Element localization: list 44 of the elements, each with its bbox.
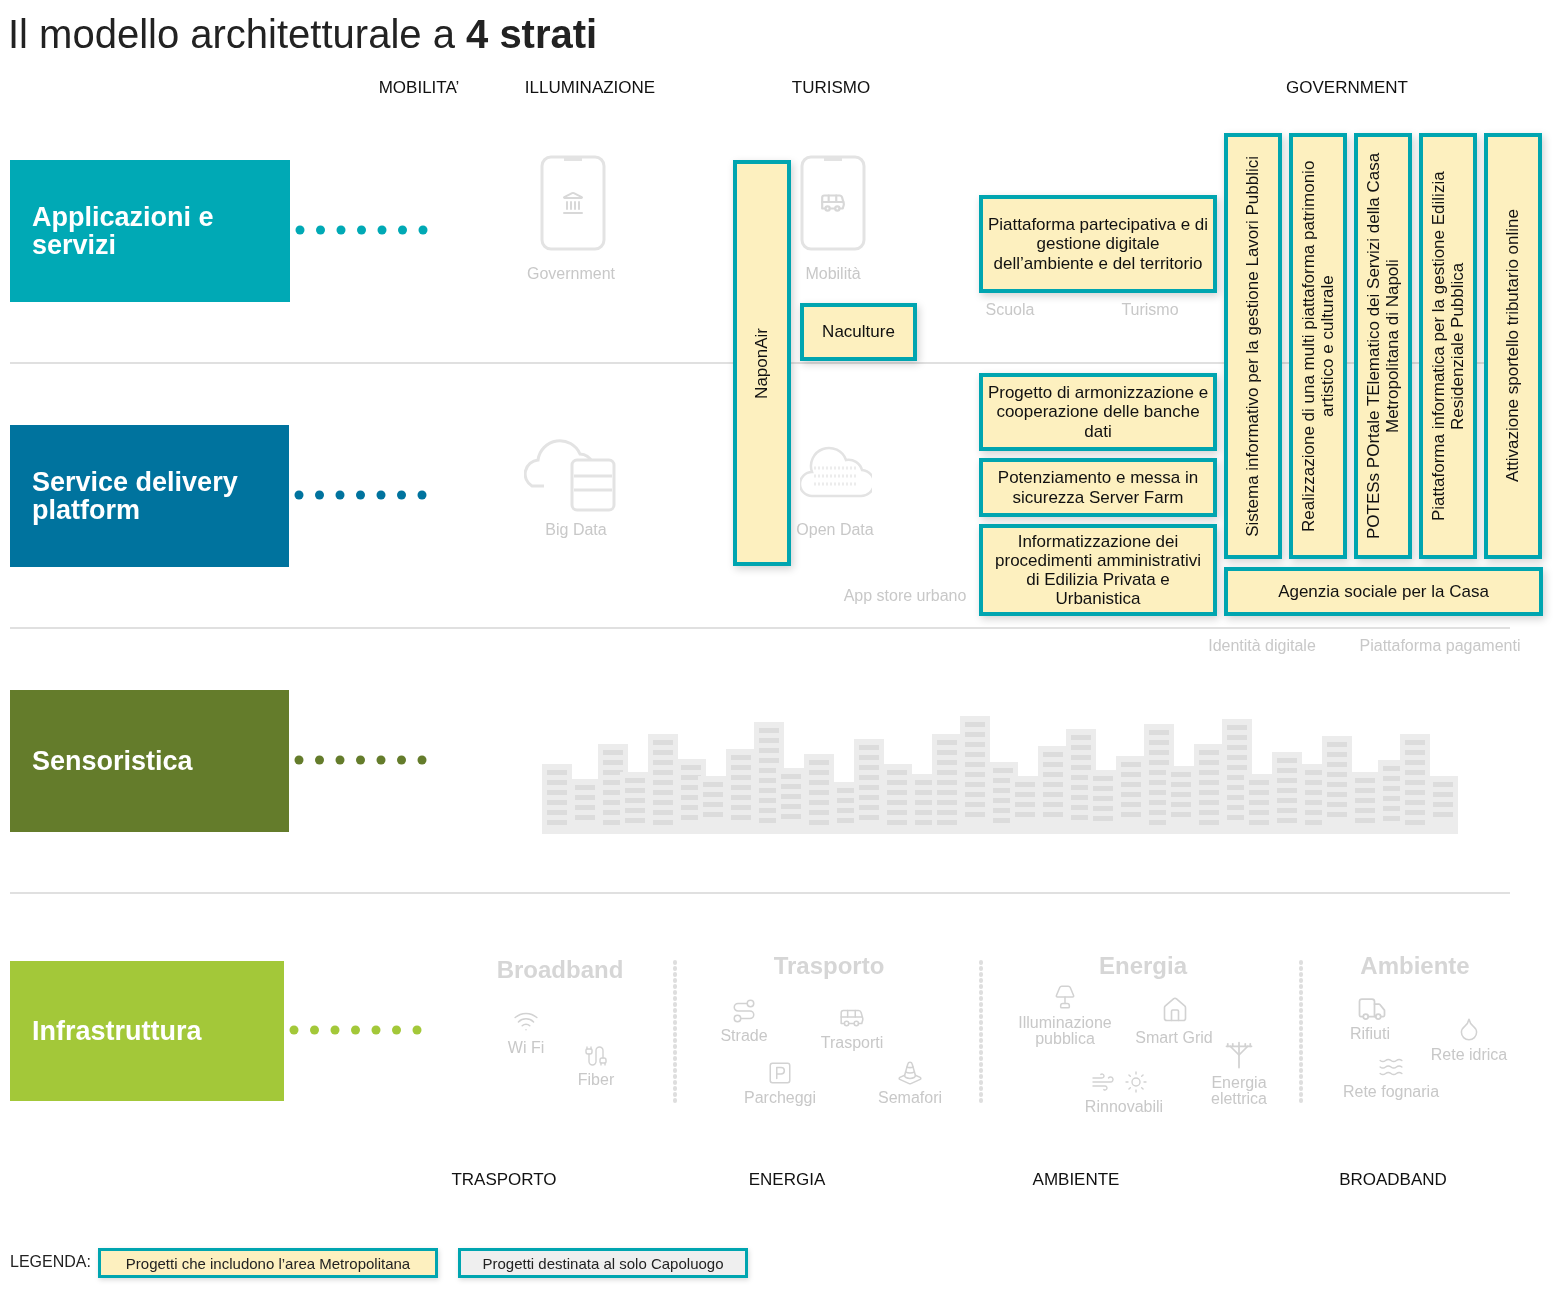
layer-title: Applicazioni e servizi bbox=[32, 202, 215, 260]
project-name: Agenzia sociale per la Casa bbox=[1278, 582, 1489, 601]
layer-title: Infrastruttura bbox=[32, 1016, 202, 1046]
layer-title: Sensoristica bbox=[32, 746, 193, 776]
project-box bbox=[1224, 567, 1543, 616]
column-heading: AMBIENTE bbox=[1032, 1170, 1120, 1190]
project-name: POTESs POrtale TElematico dei Servizi della Casa Metropolitana di Napoli bbox=[1363, 151, 1403, 542]
project-box bbox=[733, 160, 791, 566]
legend-text: Progetti che includono l’area Metropolitana bbox=[125, 1254, 411, 1272]
project-box bbox=[1484, 133, 1542, 559]
layer-box bbox=[10, 425, 289, 567]
project-box bbox=[1289, 133, 1347, 559]
column-heading: ENERGIA bbox=[748, 1170, 826, 1190]
project-name: Attivazione sportello tributario online bbox=[1503, 209, 1523, 483]
layer-title: Service delivery platform bbox=[32, 467, 239, 525]
column-heading: MOBILITA’ bbox=[378, 78, 460, 98]
project-box bbox=[979, 458, 1217, 517]
column-heading: TRASPORTO bbox=[451, 1170, 557, 1190]
project-box bbox=[979, 195, 1217, 293]
column-heading: ILLUMINAZIONE bbox=[524, 78, 656, 98]
legend-heading: LEGENDA: bbox=[10, 1253, 91, 1271]
project-box bbox=[1224, 133, 1282, 559]
project-box bbox=[1354, 133, 1412, 559]
project-box bbox=[979, 524, 1217, 616]
project-name: Potenziamento e messa in sicurezza Server Farm bbox=[996, 468, 1200, 507]
layer-box bbox=[10, 961, 284, 1101]
project-name: Piattaforma partecipativa e di gestione digitale dell’ambiente e del territorio bbox=[987, 215, 1209, 273]
project-name: Realizzazione di una multi piattaforma patrimonio artistico e culturale bbox=[1298, 159, 1338, 534]
project-name: Piattaforma informatica per la gestione Edilizia Residenziale Pubblica bbox=[1428, 170, 1468, 523]
project-name: Progetto di armonizzazione e cooperazione delle banche dati bbox=[987, 383, 1209, 441]
project-name: NaponAir bbox=[752, 327, 772, 399]
project-name: Naculture bbox=[822, 322, 895, 342]
legend-text: Progetti destinata al solo Capoluogo bbox=[482, 1254, 724, 1272]
column-heading: BROADBAND bbox=[1339, 1170, 1447, 1190]
layer-box bbox=[10, 160, 290, 302]
layer-box bbox=[10, 690, 289, 832]
column-heading: GOVERNMENT bbox=[1286, 78, 1408, 98]
project-box bbox=[979, 373, 1217, 451]
project-box bbox=[800, 303, 917, 361]
project-name: Sistema informativo per la gestione Lavori Pubblici bbox=[1243, 155, 1263, 537]
column-heading: TURISMO bbox=[791, 78, 871, 98]
page-title: Il modello architetturale a 4 strati bbox=[8, 12, 598, 57]
project-box bbox=[1419, 133, 1477, 559]
project-name: Informatizzazione dei procedimenti amministrativi di Edilizia Privata e Urbanistica bbox=[994, 531, 1202, 609]
